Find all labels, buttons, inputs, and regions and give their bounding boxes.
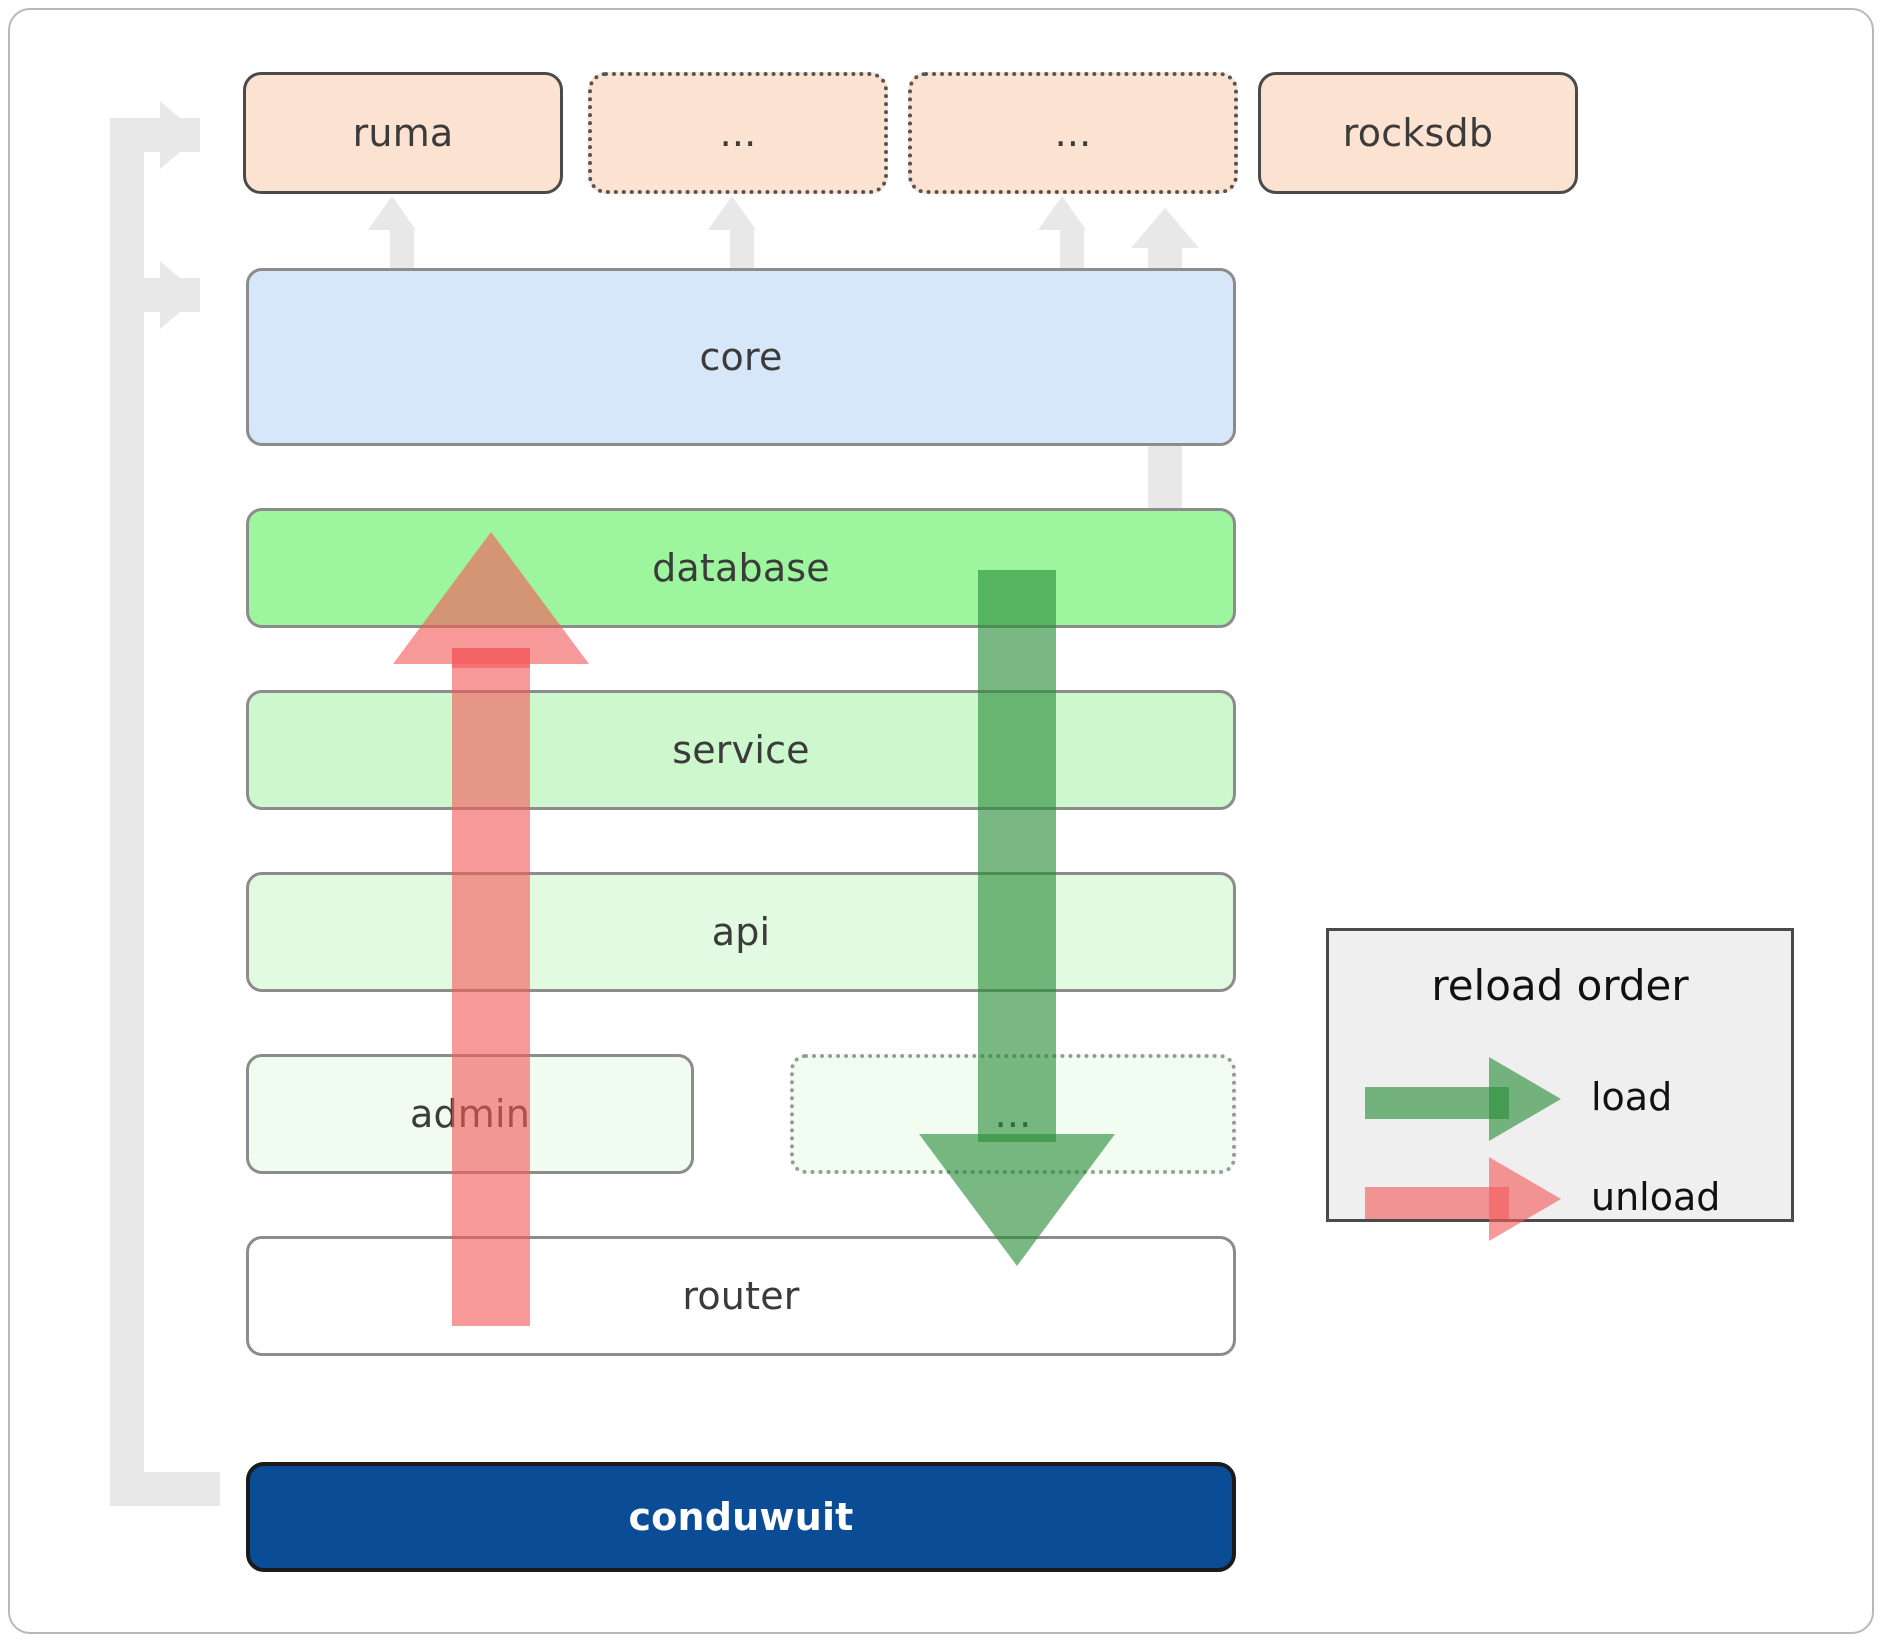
legend-unload-label: unload: [1591, 1175, 1721, 1219]
legend-unload-arrow-shaft: [1365, 1187, 1509, 1219]
core-to-ruma-arrowhead: [368, 196, 416, 230]
layer-box-service[interactable]: service: [246, 690, 1236, 810]
layer-label: database: [652, 546, 830, 590]
load-arrow-shaft: [978, 570, 1056, 1142]
legend-title: reload order: [1431, 961, 1689, 1010]
core-box[interactable]: core: [246, 268, 1236, 446]
legend-row-unload: unload: [1329, 1157, 1791, 1245]
binary-box-conduwuit[interactable]: conduwuit: [246, 1462, 1236, 1572]
legend-load-arrow-head: [1489, 1057, 1561, 1141]
dependency-label: rocksdb: [1342, 111, 1494, 155]
binary-label: conduwuit: [628, 1495, 854, 1539]
layer-label: service: [672, 728, 810, 772]
layer-label: router: [682, 1274, 800, 1318]
connector-arrowhead-core: [160, 261, 200, 329]
layer-label: api: [711, 910, 771, 954]
diagram-frame: [8, 8, 1874, 1634]
dependency-box-placeholder-1[interactable]: ...: [588, 72, 888, 194]
dependency-label: ...: [719, 111, 757, 155]
dependency-box-placeholder-2[interactable]: ...: [908, 72, 1238, 194]
connector-arrowhead-rocksdb: [1131, 208, 1199, 248]
unload-arrow-neck: [452, 648, 530, 668]
dependency-box-ruma[interactable]: ruma: [243, 72, 563, 194]
core-to-dep2-arrowhead: [708, 196, 756, 230]
legend-row-load: load: [1329, 1057, 1791, 1145]
connector-arrowhead-ruma: [160, 101, 200, 169]
legend-panel: reload order load unload: [1326, 928, 1794, 1241]
legend-unload-arrow-head: [1489, 1157, 1561, 1241]
load-arrow-head: [919, 1134, 1115, 1266]
dependency-label: ruma: [352, 111, 454, 155]
legend-load-arrow-shaft: [1365, 1087, 1509, 1119]
unload-arrow-head: [393, 532, 589, 664]
dependency-box-rocksdb[interactable]: rocksdb: [1258, 72, 1578, 194]
unload-arrow-shaft: [452, 648, 530, 1326]
core-label: core: [699, 335, 783, 379]
layer-box-api[interactable]: api: [246, 872, 1236, 992]
connector-left-bottom-stub: [110, 1472, 220, 1506]
connector-left-vertical: [110, 128, 144, 1506]
legend-load-label: load: [1591, 1075, 1673, 1119]
dependency-label: ...: [1054, 111, 1092, 155]
core-to-dep3-arrowhead: [1038, 196, 1086, 230]
